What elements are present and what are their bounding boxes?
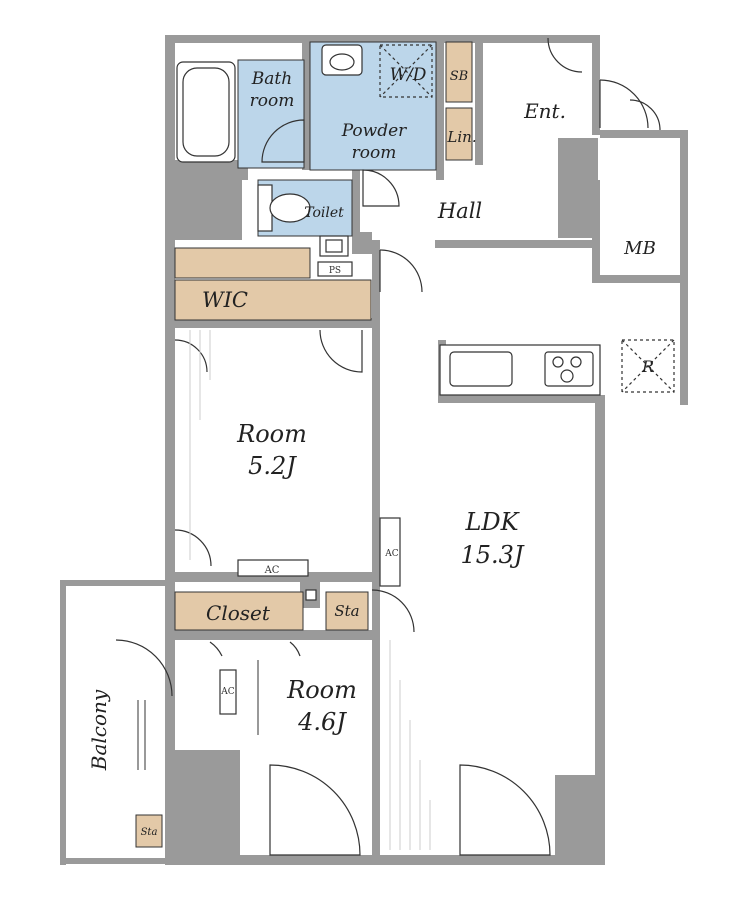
- label-ac2: AC: [384, 549, 398, 559]
- label-hall: Hall: [437, 199, 482, 223]
- label-bath-1: Bath: [251, 69, 292, 89]
- entrance-closet-door: [547, 37, 583, 73]
- labels: Bath room W/D SB Ent. Powder room Lin. T…: [87, 65, 656, 838]
- sta-box-2: [135, 814, 163, 848]
- label-room2-1: Room: [286, 676, 357, 704]
- markers: [137, 660, 259, 770]
- label-ldk-2: 15.3J: [460, 541, 524, 569]
- sb-box: [445, 41, 473, 103]
- room1-lower-door: [174, 529, 212, 567]
- label-lin: Lin.: [446, 128, 476, 146]
- label-sta2: Sta: [141, 827, 158, 838]
- room2-door: [269, 764, 361, 856]
- label-mb: MB: [623, 238, 656, 259]
- label-ac3: AC: [220, 687, 234, 697]
- wic-upper: [174, 247, 311, 279]
- sta-box-1: [325, 591, 369, 631]
- kitchen-sink: [449, 351, 513, 387]
- washer-dryer-space: [379, 44, 433, 98]
- washbasin-bowl: [329, 53, 355, 71]
- bathtub-inner: [182, 67, 230, 157]
- entrance-door: [599, 79, 649, 129]
- wic-lower: [174, 279, 372, 321]
- fixtures: [176, 44, 675, 715]
- window-hatching: [189, 330, 431, 850]
- label-wic: WIC: [202, 288, 248, 312]
- label-balcony: Balcony: [87, 689, 111, 771]
- ldk-door: [459, 764, 551, 856]
- balcony-door: [115, 639, 173, 697]
- room1-closet-door: [174, 339, 208, 373]
- label-bath-2: room: [250, 91, 295, 111]
- label-ldk-1: LDK: [464, 508, 520, 536]
- sta-door: [371, 589, 415, 633]
- refrigerator-space: [621, 339, 675, 393]
- label-room2-2: 4.6J: [297, 708, 347, 736]
- room1-door: [319, 329, 363, 373]
- bathroom-floor: [237, 59, 305, 169]
- closet-box: [174, 591, 304, 631]
- label-ent: Ent.: [523, 99, 566, 123]
- ac-unit-1: [237, 559, 309, 577]
- toilet-door: [362, 169, 400, 207]
- storage-areas: [135, 41, 473, 848]
- label-powder-2: room: [352, 143, 397, 163]
- label-ac1: AC: [264, 565, 280, 576]
- label-room1-1: Room: [236, 420, 307, 448]
- label-closet: Closet: [206, 601, 271, 625]
- label-r: R: [641, 357, 654, 376]
- label-room1-2: 5.2J: [248, 452, 297, 480]
- label-powder-1: Powder: [341, 121, 407, 141]
- toilet-bowl: [269, 193, 311, 223]
- ac-unit-3: [219, 669, 237, 715]
- doors: [115, 37, 661, 856]
- hall-door: [379, 249, 423, 293]
- lin-box: [445, 107, 473, 161]
- label-sb: SB: [450, 69, 468, 84]
- label-ps: PS: [329, 266, 341, 276]
- label-wd: W/D: [390, 65, 427, 85]
- label-toilet: Toilet: [304, 205, 344, 221]
- ac-unit-2: [379, 517, 401, 587]
- ps-box: [317, 261, 353, 277]
- walls: [60, 35, 688, 865]
- label-sta1: Sta: [334, 602, 359, 620]
- bath-door: [261, 119, 305, 163]
